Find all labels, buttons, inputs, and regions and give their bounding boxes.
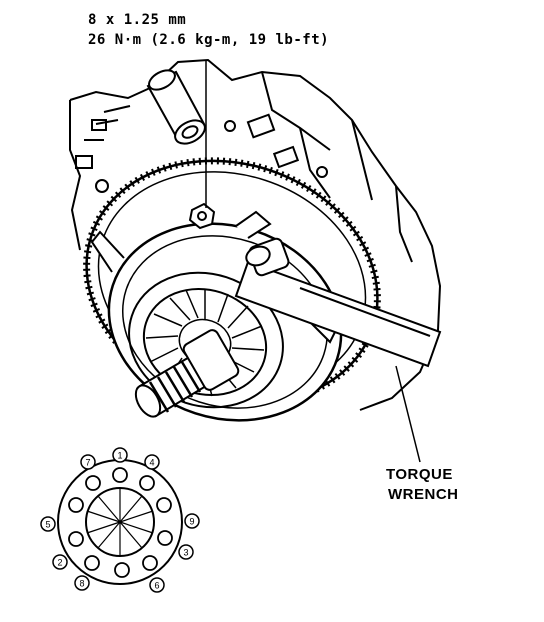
svg-text:9: 9: [189, 517, 194, 527]
svg-text:1: 1: [117, 451, 122, 461]
sequence-bolt-holes: [68, 467, 173, 578]
sequence-spring-fingers: [86, 488, 154, 556]
sequence-number-1: 1: [112, 447, 128, 463]
torque-spec: 26 N·m (2.6 kg-m, 19 lb-ft): [88, 32, 330, 48]
svg-text:6: 6: [154, 581, 159, 591]
leader-lines: [205, 60, 421, 463]
sequence-number-6: 6: [149, 577, 165, 593]
clutch-alignment-tool: [134, 329, 240, 418]
sequence-numbers: 1 4 7 9 3 6 8 2: [40, 447, 200, 593]
thread-size-spec: 8 x 1.25 mm: [88, 12, 187, 28]
sequence-number-2: 2: [52, 554, 68, 570]
tightening-sequence-diagram: [57, 459, 183, 585]
svg-text:3: 3: [183, 548, 188, 558]
torque-wrench: [234, 237, 442, 368]
svg-text:8: 8: [79, 579, 84, 589]
wrench-leader-line: [395, 365, 421, 463]
torque-wrench-label-line-2: WRENCH: [388, 486, 459, 503]
torque-wrench-label-line-1: TORQUE: [386, 466, 453, 483]
pressure-plate-bolt: [188, 202, 216, 230]
sequence-number-8: 8: [74, 575, 90, 591]
pipe-fitting: [146, 69, 206, 145]
sequence-number-5: 5: [40, 516, 56, 532]
svg-text:4: 4: [149, 458, 154, 468]
sequence-number-7: 7: [80, 454, 96, 470]
sequence-number-4: 4: [144, 454, 160, 470]
svg-text:5: 5: [45, 520, 50, 530]
svg-text:2: 2: [57, 558, 62, 568]
sequence-number-3: 3: [178, 544, 194, 560]
sequence-number-9: 9: [184, 513, 200, 529]
svg-text:7: 7: [85, 458, 90, 468]
